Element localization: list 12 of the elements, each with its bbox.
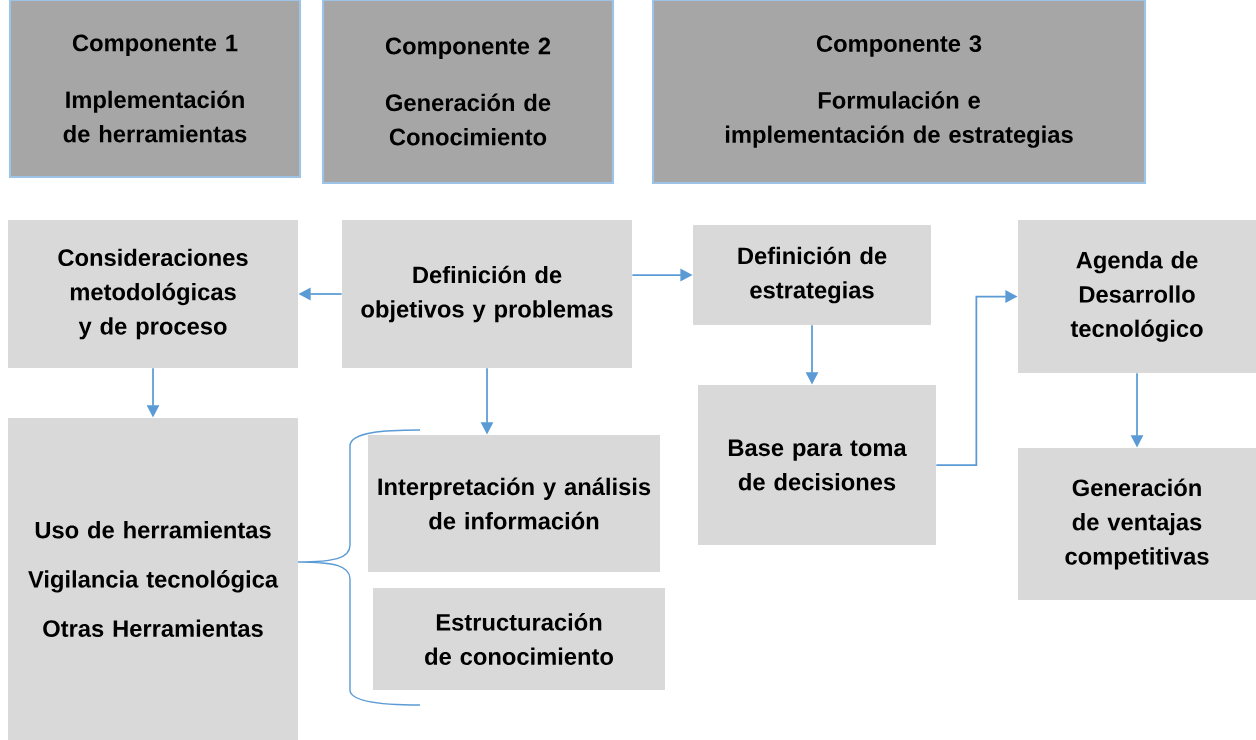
process-box: Base para toma de decisiones: [698, 385, 936, 545]
process-box: Consideraciones metodológicas y de proceso: [8, 220, 298, 368]
process-box: Interpretación y análisis de información: [368, 435, 660, 572]
process-box: Uso de herramientas Vigilancia tecnológica Otras Herramientas: [8, 418, 298, 740]
process-box: Definición de objetivos y problemas: [342, 220, 632, 368]
process-box: Definición de estrategias: [693, 225, 931, 325]
header-box: Componente 3 Formulación e implementación de estrategias: [651, 0, 1147, 185]
header-box: Componente 1 Implementación de herramientas: [8, 0, 302, 179]
process-box: Estructuración de conocimiento: [373, 588, 665, 690]
process-box: Agenda de Desarrollo tecnológico: [1018, 220, 1256, 373]
header-box: Componente 2 Generación de Conocimiento: [321, 0, 615, 185]
process-box: Generación de ventajas competitivas: [1018, 448, 1256, 600]
